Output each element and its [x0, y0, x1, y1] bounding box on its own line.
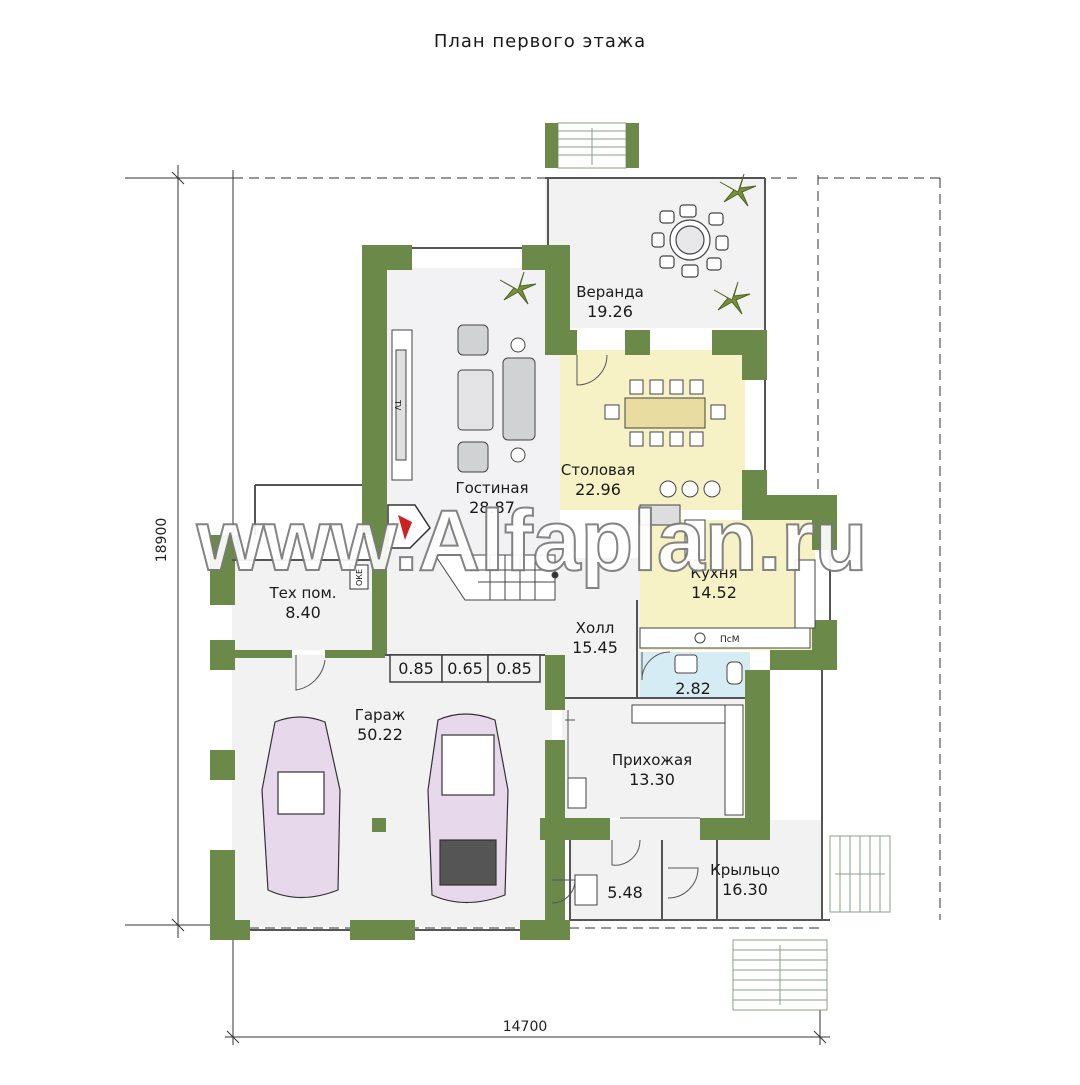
car-left-icon — [261, 716, 341, 899]
closet-row — [389, 654, 541, 683]
boiler-label: ОКЕ — [355, 569, 364, 586]
stairs-porch — [732, 939, 828, 1011]
dishwasher-label: ПсМ — [720, 635, 739, 645]
veranda-area: 19.26 — [587, 302, 633, 321]
dining-table — [604, 379, 726, 498]
vestibule-radiator — [574, 874, 598, 906]
closet-2-area: 0.65 — [447, 659, 483, 678]
dining-area: 22.96 — [575, 480, 621, 499]
garage-area: 50.22 — [357, 725, 403, 744]
tv-label: TV — [393, 399, 402, 411]
closet-3-area: 0.85 — [496, 659, 532, 678]
entry-name: Прихожая — [612, 751, 692, 769]
entry-wardrobe — [567, 704, 744, 816]
bath-fixtures — [674, 654, 743, 685]
vestibule-area: 5.48 — [607, 883, 643, 902]
veranda-name: Веранда — [576, 283, 644, 301]
kitchen-counters — [639, 504, 816, 649]
hall-staircase — [434, 554, 559, 601]
fireplace-icon — [387, 504, 431, 549]
dimension-height: 18900 — [154, 518, 170, 563]
living-area: 28.87 — [469, 498, 515, 517]
hall-name: Холл — [576, 619, 615, 637]
garage-column — [372, 818, 386, 832]
stairs-veranda — [545, 122, 639, 169]
plan-title: План первого этажа — [434, 31, 646, 52]
hall-area: 15.45 — [572, 638, 618, 657]
tech-floor — [232, 560, 372, 650]
closet-1-area: 0.85 — [398, 659, 434, 678]
kitchen-name: Кухня — [690, 564, 737, 582]
bath-area: 2.82 — [675, 679, 711, 698]
porch-area: 16.30 — [722, 880, 768, 899]
room-labels: Веранда 19.26 Гостиная 28.87 Столовая 22… — [268, 283, 779, 902]
boiler: ОКЕ — [349, 564, 369, 590]
tech-area: 8.40 — [285, 603, 321, 622]
porch-name: Крыльцо — [710, 861, 780, 879]
watermark: www.Alfaplan.ru — [196, 493, 868, 589]
entry-area: 13.30 — [629, 770, 675, 789]
walls — [210, 245, 837, 940]
car-right-icon — [427, 713, 509, 904]
stairs-porch-side — [829, 835, 891, 913]
veranda-floor — [545, 178, 765, 328]
living-name: Гостиная — [455, 479, 528, 497]
living-furniture — [391, 324, 536, 481]
tech-name: Тех пом. — [268, 584, 336, 602]
doors — [295, 354, 700, 904]
veranda-table — [651, 204, 729, 278]
kitchen-area: 14.52 — [691, 583, 737, 602]
dining-name: Столовая — [561, 461, 635, 479]
dimension-width: 14700 — [503, 1019, 548, 1035]
garage-name: Гараж — [355, 706, 406, 724]
plant-icons — [499, 173, 757, 315]
